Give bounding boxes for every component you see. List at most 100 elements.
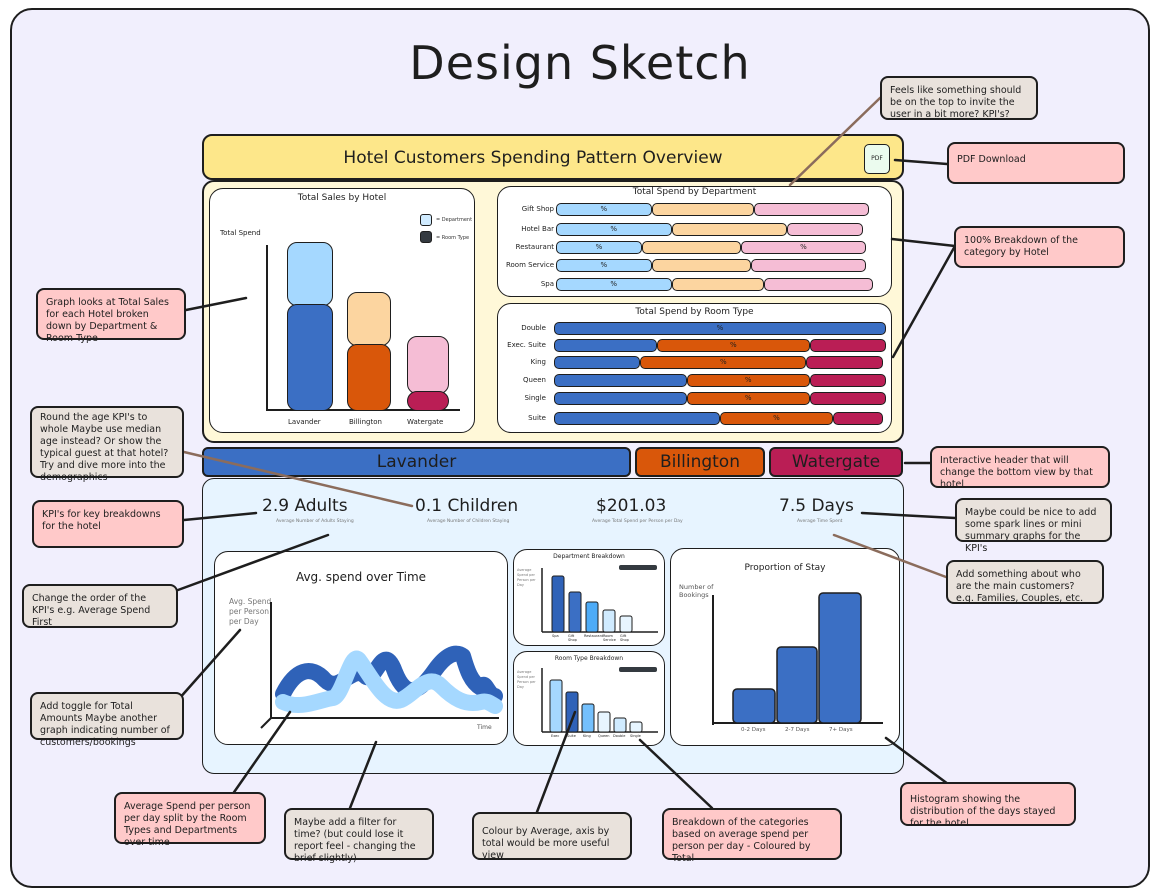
note-kpi-top: Feels like something should be on the to… [880, 76, 1038, 120]
dept-segment [787, 223, 863, 236]
dept-segment [651, 259, 751, 272]
sales-chart-title: Total Sales by Hotel [297, 193, 387, 203]
note-interactive: Interactive header that will change the … [930, 446, 1110, 490]
stay-chart-ylabel: Number of Bookings [679, 583, 714, 599]
room-breakdown-title: Room Type Breakdown [554, 655, 624, 662]
dept-tick-4: Room Service [603, 634, 616, 642]
dept-segment: % [740, 241, 867, 254]
room-bar-6 [629, 721, 643, 733]
dept-row-bar: %% [556, 241, 886, 254]
room-segment: % [640, 356, 807, 369]
room-segment [554, 374, 687, 387]
room-row-bar: % [554, 374, 886, 387]
note-breakdown: 100% Breakdown of the category by Hotel [954, 226, 1125, 268]
dept-tick-1: Spa [552, 634, 559, 638]
time-chart-xlabel: Time [477, 724, 492, 731]
note-age: Round the age KPI's to whole Maybe use m… [30, 406, 184, 483]
dept-bar-3 [585, 601, 599, 633]
room-tick-3: King [583, 734, 591, 738]
dept-row-label: Spa [540, 280, 554, 288]
room-row-bar: % [554, 322, 886, 335]
dept-breakdown-legend [619, 565, 657, 570]
pdf-button[interactable]: PDF [864, 144, 890, 174]
room-row-label: King [530, 358, 546, 366]
room-segment [809, 374, 886, 387]
stay-tick-3: 7+ Days [829, 727, 853, 733]
dept-segment: % [556, 241, 642, 254]
kpi-children-sub: Average Number of Children Staying [427, 519, 510, 524]
dept-segment [651, 203, 754, 216]
page-title: Design Sketch [409, 36, 751, 90]
dept-segment: % [556, 203, 652, 216]
time-chart: Avg. spend over Time Avg. Spend per Pers… [214, 551, 508, 745]
bar-billington-room [347, 344, 391, 411]
dashboard-title: Hotel Customers Spending Pattern Overvie… [343, 148, 723, 168]
note-kpi-breakdowns: KPI's for key breakdowns for the hotel [32, 500, 184, 548]
kpi-days-sub: Average Time Spent [797, 519, 843, 524]
room-tick-6: Single [630, 734, 641, 738]
dept-tick-2: Gift Shop [568, 634, 577, 642]
dept-segment [671, 278, 764, 291]
room-segment [554, 339, 657, 352]
stay-chart: Proportion of Stay Number of Bookings 0-… [670, 548, 900, 746]
note-histogram: Histogram showing the distribution of th… [900, 782, 1076, 829]
note-colour: Colour by Average, axis by total would b… [472, 812, 632, 861]
dept-bar-1 [551, 575, 565, 633]
time-chart-ylabel: Avg. Spend per Person per Day [229, 597, 272, 626]
dept-chart-title: Total Spend by Department [632, 187, 757, 197]
dept-bar-5 [619, 615, 633, 633]
dept-row-label: Hotel Bar [521, 225, 554, 233]
dept-chart: Total Spend by Department Gift Shop%Hote… [497, 186, 892, 297]
room-tick-1: Exec [551, 734, 560, 738]
kpi-days: 7.5 Days [779, 496, 854, 516]
tab-billington[interactable]: Billington [635, 447, 765, 477]
sales-chart: Total Sales by Hotel Total Spend = Depar… [209, 188, 475, 433]
stay-tick-2: 2-7 Days [785, 727, 810, 733]
tab-watergate[interactable]: Watergate [769, 447, 903, 477]
room-row-label: Exec. Suite [507, 341, 546, 349]
dept-row-label: Room Service [505, 261, 554, 269]
kpi-adults: 2.9 Adults [262, 496, 348, 516]
legend-room-label: = Room Type [436, 235, 470, 241]
room-bar-5 [613, 717, 627, 733]
stay-bar-1 [732, 688, 776, 724]
dashboard-header: Hotel Customers Spending Pattern Overvie… [202, 134, 904, 180]
bar-billington-dept [347, 292, 391, 346]
stay-chart-title: Proportion of Stay [744, 563, 826, 573]
room-segment [554, 392, 687, 405]
room-bar-1 [549, 679, 563, 733]
stay-tick-1: 0-2 Days [741, 727, 766, 733]
kpi-spend-sub: Average Total Spend per Person per Day [592, 519, 683, 524]
room-segment [806, 356, 883, 369]
kpi-spend: $201.03 [596, 496, 667, 516]
dept-segment [753, 203, 870, 216]
room-segment [809, 339, 886, 352]
note-spark: Maybe could be nice to add some spark li… [955, 498, 1112, 554]
bar-watergate-room [407, 391, 449, 411]
legend-dept-swatch [420, 214, 432, 226]
kpi-children: 0.1 Children [415, 496, 519, 516]
xtick-watergate: Watergate [407, 418, 444, 426]
room-row-label: Suite [528, 414, 546, 422]
y-axis [266, 245, 268, 411]
room-bar-2 [565, 691, 579, 733]
room-segment: % [686, 374, 810, 387]
room-breakdown-ylabel: Average Spend per Person per Day [517, 670, 536, 689]
room-bar-3 [581, 703, 595, 733]
dept-segment [750, 259, 867, 272]
kpi-adults-sub: Average Number of Adults Staying [276, 519, 354, 524]
stay-bar-3 [818, 592, 862, 724]
dept-segment [763, 278, 873, 291]
room-breakdown-plot [541, 668, 658, 733]
dept-row-label: Gift Shop [521, 205, 554, 213]
room-row-bar: % [554, 392, 886, 405]
note-toggle: Add toggle for Total Amounts Maybe anoth… [30, 692, 184, 748]
sales-chart-ylabel: Total Spend [220, 229, 261, 237]
bar-lavander-dept [287, 242, 333, 306]
dept-breakdown-plot [541, 568, 658, 633]
room-segment [554, 356, 641, 369]
time-series-light [275, 650, 503, 714]
room-tick-5: Double [613, 734, 626, 738]
dept-row-bar: % [556, 203, 886, 216]
dept-tick-3: Restaurant [584, 634, 604, 638]
